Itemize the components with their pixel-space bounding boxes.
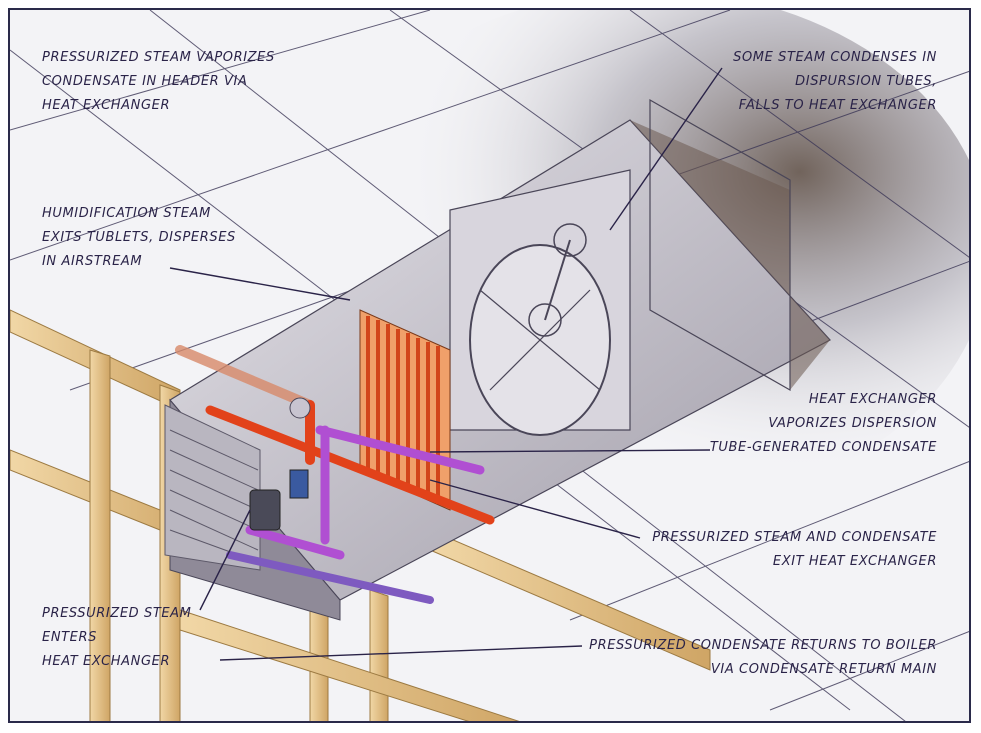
illustration-frame: PRESSURIZED STEAM VAPORIZES CONDENSATE I…: [8, 8, 971, 723]
humidifier-illustration: [10, 10, 969, 721]
label-dispersion-tubes: SOME STEAM CONDENSES IN DISPURSION TUBES…: [733, 50, 937, 113]
label-heat-exchanger: HEAT EXCHANGER VAPORIZES DISPERSION TUBE…: [709, 392, 937, 455]
label-humidification: HUMIDIFICATION STEAM EXITS TUBLETS, DISP…: [42, 206, 236, 269]
leader-lines: [169, 67, 723, 661]
wood-frame: [10, 309, 711, 721]
label-exit: PRESSURIZED STEAM AND CONDENSATE EXIT HE…: [652, 530, 937, 569]
label-header-condensate: PRESSURIZED STEAM VAPORIZES CONDENSATE I…: [42, 50, 275, 113]
label-enters: PRESSURIZED STEAM ENTERS HEAT EXCHANGER: [42, 606, 192, 669]
label-returns: PRESSURIZED CONDENSATE RETURNS TO BOILER…: [589, 638, 937, 677]
fan: [469, 223, 611, 436]
steam-pipes: [175, 345, 495, 604]
grille: [164, 404, 261, 571]
